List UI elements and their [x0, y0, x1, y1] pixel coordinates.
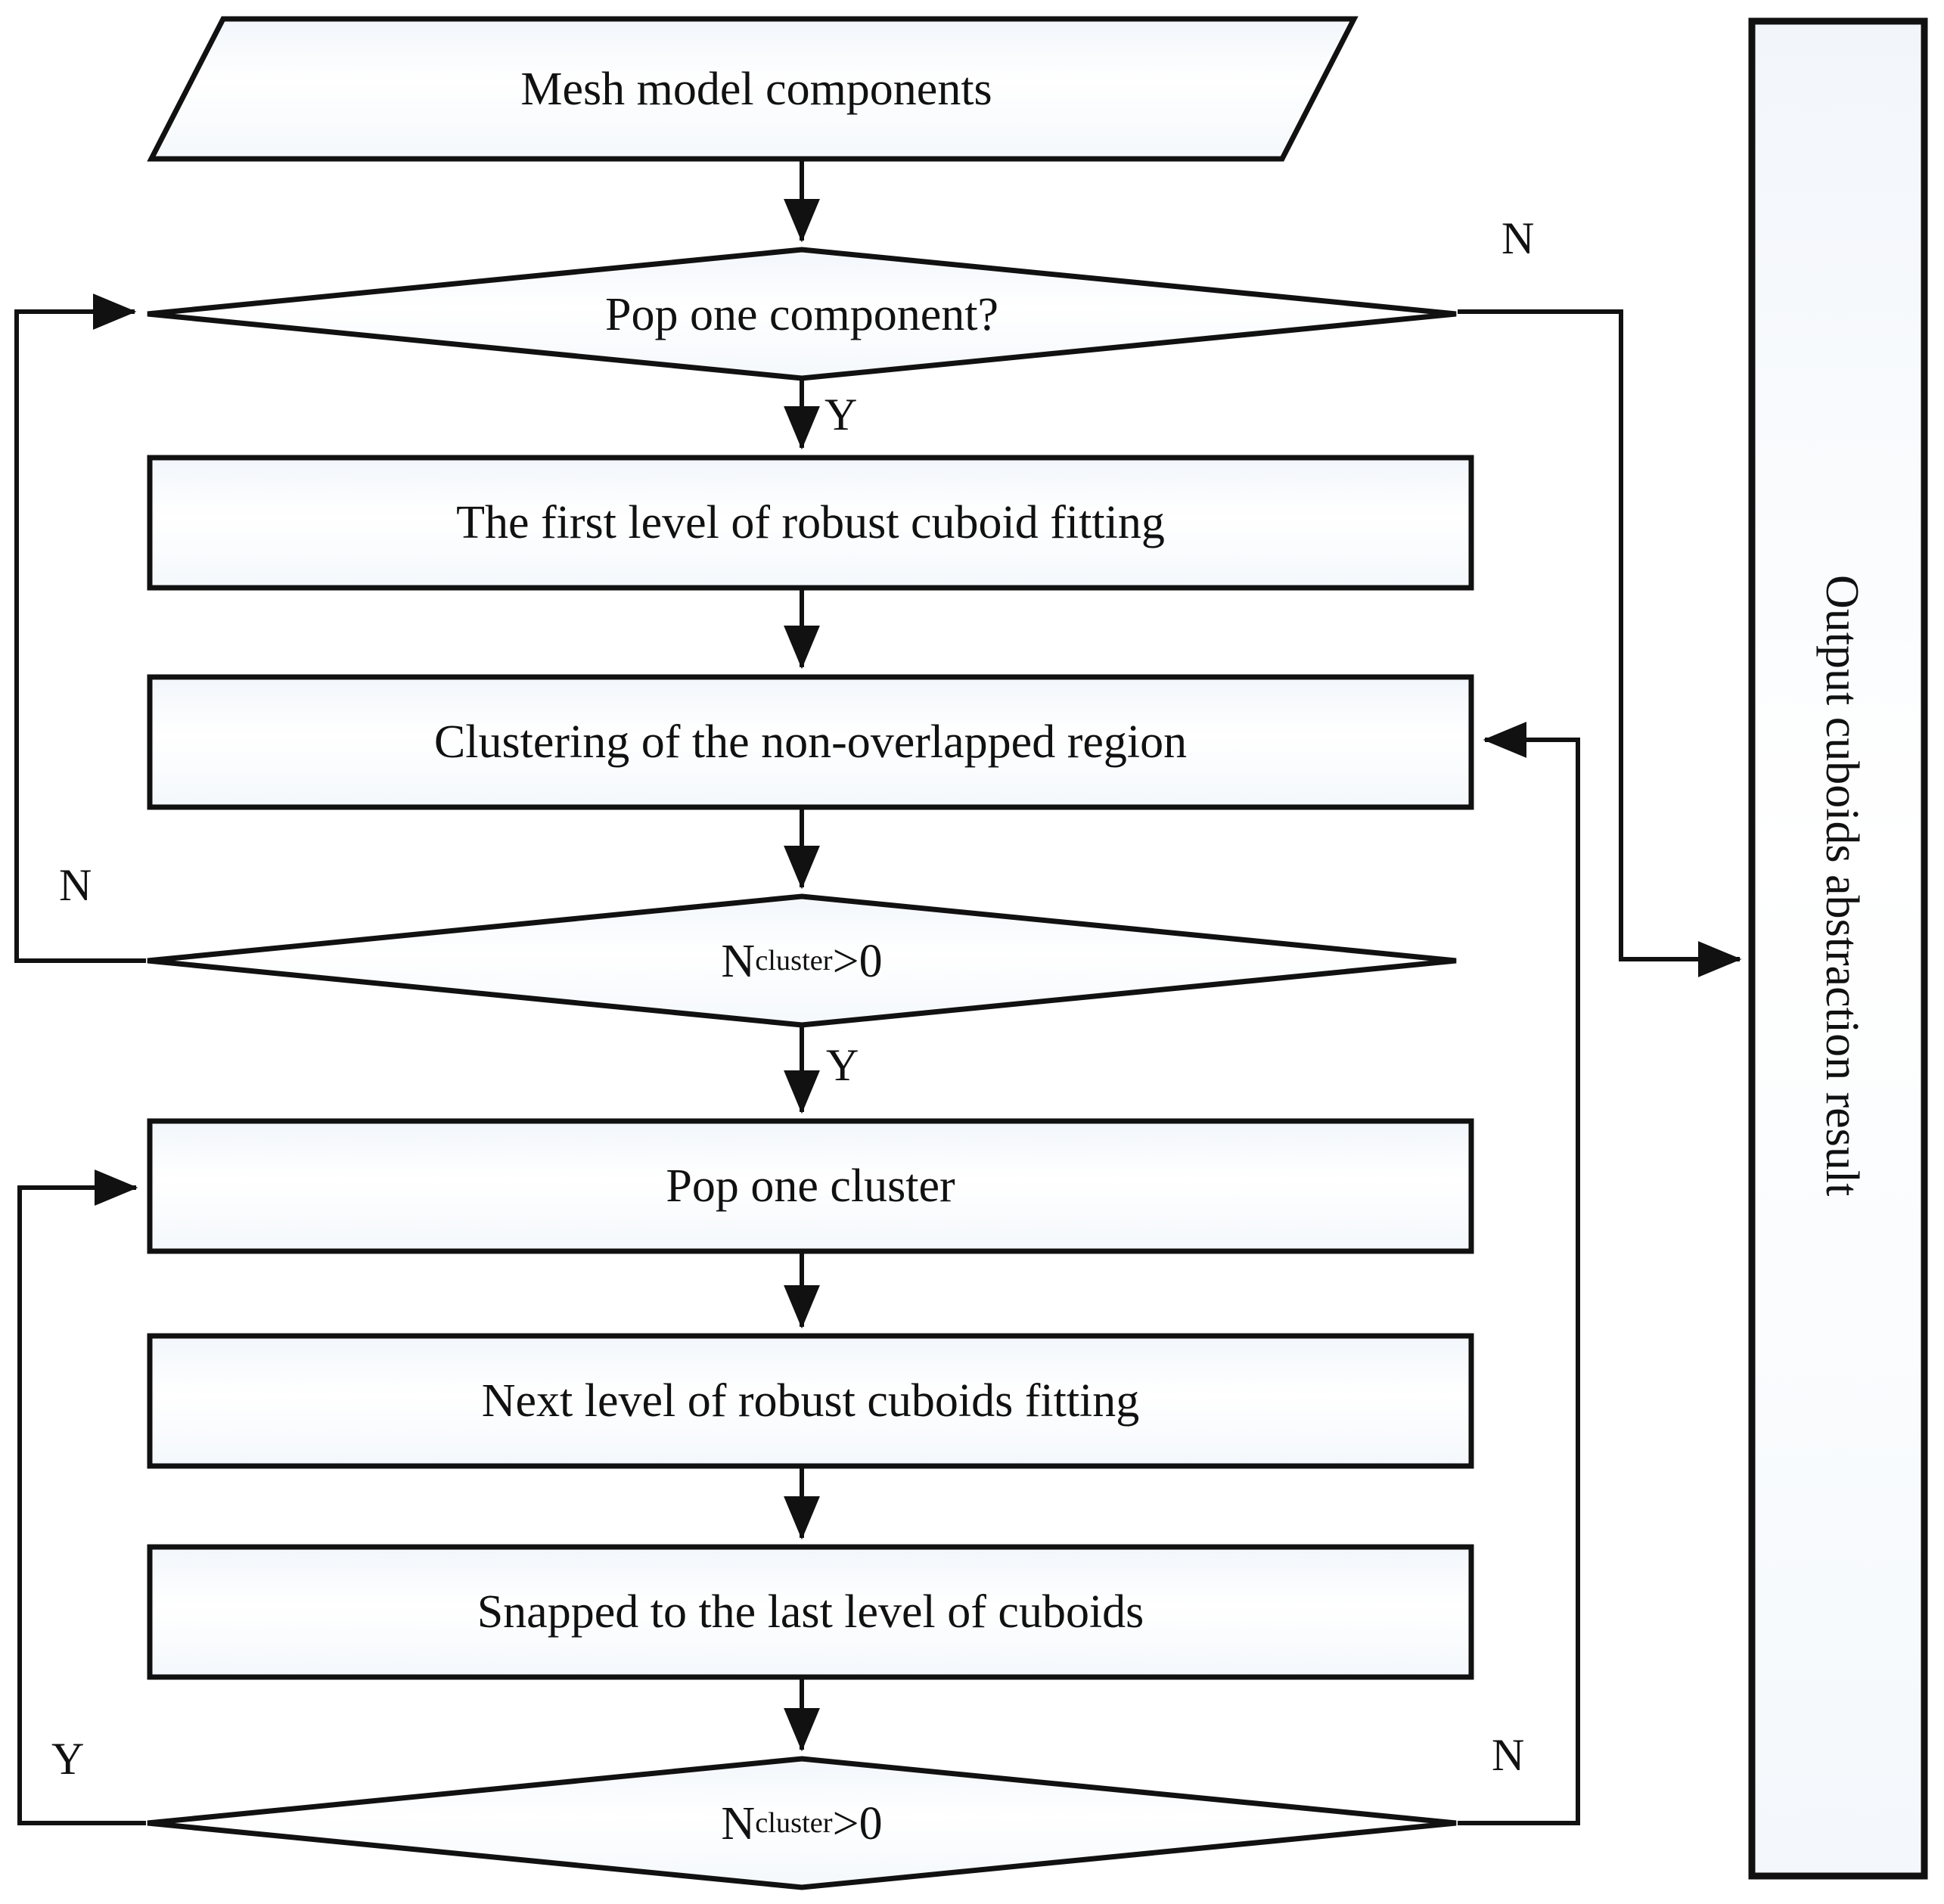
- process1-label: The first level of robust cuboid fitting: [456, 497, 1165, 548]
- decision3-label-tail: >0: [832, 1797, 883, 1850]
- decision2-label-tail: >0: [832, 935, 883, 987]
- input-label: Mesh model components: [520, 63, 992, 115]
- edge-label-decision1-yes: Y: [824, 390, 858, 440]
- process-pop-cluster: [147, 1118, 1474, 1254]
- process-clustering-region: [147, 674, 1474, 810]
- edge-decision3-no-to-process2: [1458, 722, 1580, 1825]
- output-result-box: [1748, 17, 1928, 1880]
- process4-label: Next level of robust cuboids fitting: [481, 1375, 1140, 1427]
- edge-label-decision3-no: N: [1492, 1730, 1525, 1780]
- process-snapped-cuboids: [147, 1544, 1474, 1680]
- input-parallelogram: [147, 16, 1359, 162]
- decision-ncluster-second: [147, 1756, 1457, 1890]
- output-label: Output cuboids abstraction result: [1816, 575, 1868, 1197]
- edge-decision2-no-to-decision1: [14, 294, 146, 963]
- decision3-label-sub: cluster: [755, 1807, 833, 1840]
- decision2-label-main: N: [721, 935, 756, 987]
- process-first-level-fitting: [147, 455, 1474, 591]
- edge-decision1-no-to-output: [1458, 309, 1742, 977]
- edge-label-decision3-yes: Y: [51, 1734, 85, 1784]
- process-next-level-fitting: [147, 1333, 1474, 1469]
- decision3-label-main: N: [721, 1797, 756, 1850]
- edge-label-decision2-yes: Y: [826, 1040, 859, 1090]
- edge-decision3-yes-to-process3: [17, 1169, 146, 1825]
- decision-ncluster-first: [147, 893, 1457, 1028]
- edge-label-decision2-no: N: [59, 860, 92, 910]
- decision-pop-component: [147, 247, 1457, 381]
- edge-label-decision1-no: N: [1501, 213, 1535, 263]
- process2-label: Clustering of the non-overlapped region: [433, 716, 1188, 768]
- decision1-label: Pop one component?: [604, 288, 998, 340]
- process5-label: Snapped to the last level of cuboids: [477, 1586, 1144, 1638]
- process3-label: Pop one cluster: [666, 1160, 955, 1212]
- decision2-label-sub: cluster: [755, 945, 833, 977]
